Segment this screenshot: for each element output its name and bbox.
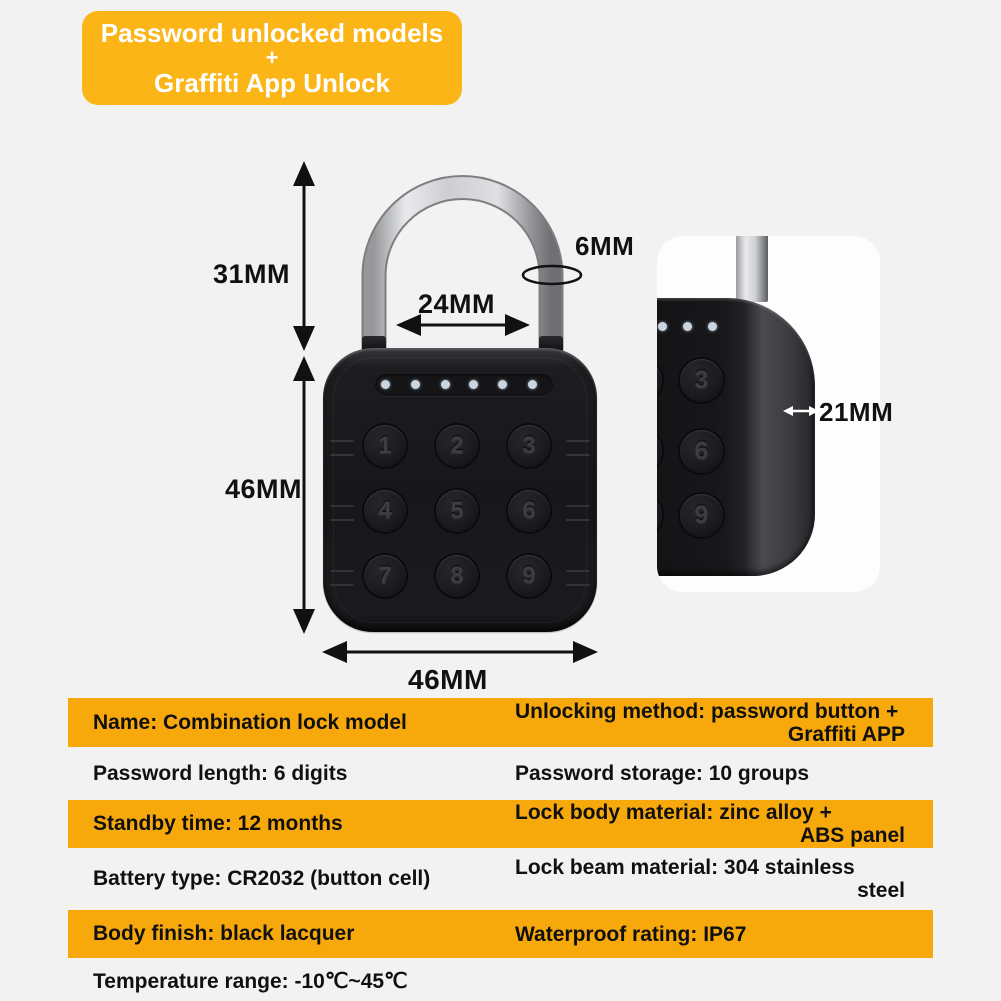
inset-key-partial <box>657 494 662 537</box>
keypad-digit: 7 <box>378 562 392 589</box>
dim-shackle-diameter: 6MM <box>575 231 635 261</box>
keypad-button-3: 3 <box>508 425 550 467</box>
keypad-button-7: 7 <box>364 555 406 597</box>
spec-row-standby: Standby time: 12 months Lock body materi… <box>68 800 933 848</box>
spec-text-line: Lock body material: zinc alloy + <box>515 801 832 824</box>
keypad-button-8: 8 <box>436 555 478 597</box>
keypad-button-6: 6 <box>508 490 550 532</box>
spec-body-finish: Body finish: black lacquer <box>93 922 355 945</box>
badge-line-3: Graffiti App Unlock <box>154 68 390 98</box>
spec-row-finish: Body finish: black lacquer Waterproof ra… <box>68 910 933 958</box>
inset-led-dot <box>683 322 692 331</box>
spec-text-line: Graffiti APP <box>787 722 905 746</box>
badge-line-1: Password unlocked models <box>100 18 444 48</box>
inset-shackle-rod <box>736 236 768 302</box>
keypad-digit: 6 <box>694 437 709 465</box>
spec-table: Name: Combination lock model Unlocking m… <box>68 698 933 1001</box>
spec-waterproof-rating: Waterproof rating: IP67 <box>515 922 747 946</box>
shackle-illustration <box>361 175 564 356</box>
keypad-button-2: 2 <box>436 425 478 467</box>
spec-text-line: Unlocking method: password button + <box>515 699 899 723</box>
inset-led-dot <box>708 322 717 331</box>
promo-badge: Password unlocked models + Graffiti App … <box>82 11 462 105</box>
spec-name: Name: Combination lock model <box>93 710 407 734</box>
badge-line-2: + <box>265 45 279 70</box>
dim-body-depth: 21MM <box>819 397 894 427</box>
keypad-digit: 9 <box>522 562 536 589</box>
keypad-digit: 3 <box>694 366 709 394</box>
led-dot <box>469 380 478 389</box>
led-band <box>375 374 553 396</box>
inset-keypad-button-3: 3 <box>680 359 723 402</box>
keypad-digit: 4 <box>378 497 392 524</box>
spec-text-line: Lock beam material: 304 stainless <box>515 856 855 879</box>
keypad-button-5: 5 <box>436 490 478 532</box>
inset-key-partial <box>657 359 662 402</box>
keypad-button-4: 4 <box>364 490 406 532</box>
led-dot <box>411 380 420 389</box>
led-dot <box>441 380 450 389</box>
spec-row-password: Password length: 6 digits Password stora… <box>68 747 933 800</box>
dim-shackle-width: 24MM <box>418 289 496 319</box>
led-dot <box>498 380 507 389</box>
spec-unlocking-method: Unlocking method: password button + Graf… <box>500 700 933 746</box>
dim-shackle-height: 31MM <box>213 259 291 289</box>
keypad-digit: 9 <box>694 501 709 529</box>
spec-body-material: Lock body material: zinc alloy + ABS pan… <box>500 801 933 847</box>
inset-key-partial <box>657 430 662 473</box>
lock-face-panel <box>333 357 587 623</box>
keypad-digit: 5 <box>450 497 464 524</box>
lock-body: 1 2 3 4 5 6 7 8 9 <box>323 348 597 632</box>
inset-keypad-button-9: 9 <box>680 494 723 537</box>
spec-row-name: Name: Combination lock model Unlocking m… <box>68 698 933 747</box>
keypad-digit: 3 <box>522 432 536 459</box>
side-view-inset: 3 6 9 <box>657 236 880 592</box>
spec-standby-time: Standby time: 12 months <box>93 812 343 835</box>
keypad-button-9: 9 <box>508 555 550 597</box>
spec-beam-material: Lock beam material: 304 stainless steel <box>500 856 933 902</box>
led-dot <box>381 380 390 389</box>
keypad-digit: 2 <box>450 432 464 459</box>
dim-body-height: 46MM <box>225 474 303 504</box>
led-dot <box>528 380 537 389</box>
keypad-digit: 6 <box>522 497 536 524</box>
spec-password-length: Password length: 6 digits <box>93 761 348 785</box>
spec-text-line: steel <box>857 879 905 902</box>
keypad-button-1: 1 <box>364 425 406 467</box>
inset-led-dot <box>658 322 667 331</box>
dim-body-width: 46MM <box>408 664 488 695</box>
spec-row-battery: Battery type: CR2032 (button cell) Lock … <box>68 848 933 910</box>
spec-text-line: ABS panel <box>799 824 905 847</box>
keypad-digit: 1 <box>378 432 392 459</box>
inset-keypad-button-6: 6 <box>680 430 723 473</box>
inset-lock-body <box>657 298 815 576</box>
spec-temperature-range: Temperature range: -10℃~45℃ <box>93 969 408 993</box>
keypad-digit: 8 <box>450 562 464 589</box>
spec-row-temperature: Temperature range: -10℃~45℃ <box>68 958 933 1001</box>
spec-battery-type: Battery type: CR2032 (button cell) <box>93 867 431 890</box>
spec-password-storage: Password storage: 10 groups <box>515 762 810 785</box>
